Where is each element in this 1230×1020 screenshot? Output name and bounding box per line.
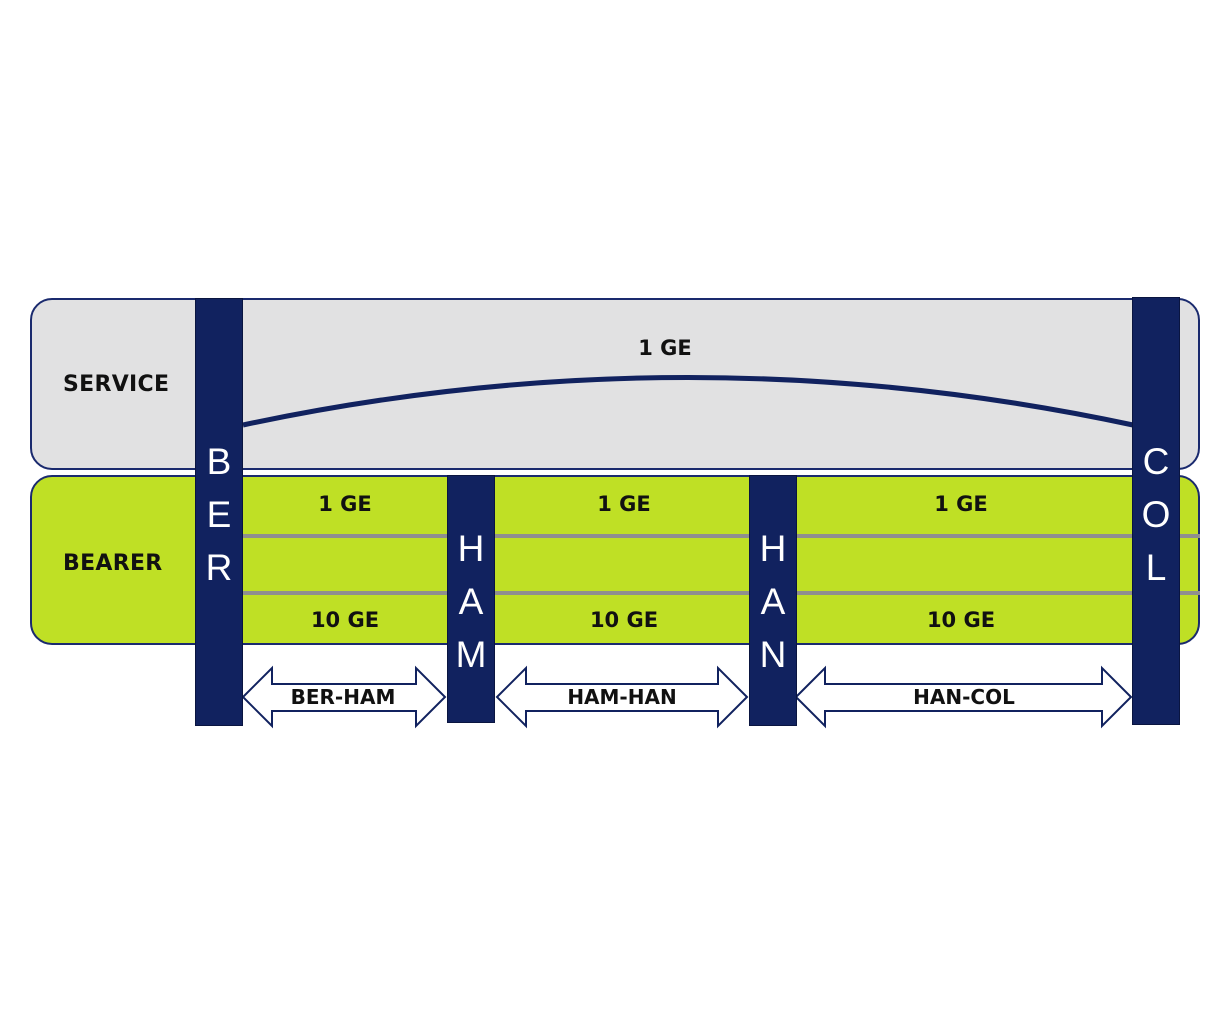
node-letter: L bbox=[1145, 547, 1167, 588]
node-col: C O L bbox=[1132, 297, 1180, 725]
node-letter: B bbox=[206, 441, 232, 482]
segment-lower-capacity: 10 GE bbox=[310, 608, 380, 632]
segment-upper-capacity: 1 GE bbox=[934, 492, 988, 516]
span-arrow-ber-ham bbox=[241, 665, 447, 729]
bearer-lane-label: BEARER bbox=[63, 551, 163, 576]
node-letter: C bbox=[1142, 441, 1170, 482]
service-capacity-label: 1 GE bbox=[638, 336, 692, 360]
span-label-ham-han: HAM-HAN bbox=[567, 685, 677, 709]
node-letter: R bbox=[205, 547, 233, 588]
bearer-divider-upper bbox=[243, 534, 1200, 538]
segment-upper-capacity: 1 GE bbox=[597, 492, 651, 516]
node-letter: A bbox=[760, 581, 786, 622]
segment-lower-capacity: 10 GE bbox=[589, 608, 659, 632]
span-arrow-han-col bbox=[794, 665, 1133, 729]
node-letter: E bbox=[206, 494, 232, 535]
segment-lower-capacity: 10 GE bbox=[926, 608, 996, 632]
bearer-divider-lower bbox=[243, 591, 1200, 595]
span-label-han-col: HAN-COL bbox=[913, 685, 1015, 709]
node-letter: O bbox=[1141, 494, 1171, 535]
node-letter: H bbox=[457, 528, 485, 569]
segment-upper-capacity: 1 GE bbox=[318, 492, 372, 516]
node-letter: H bbox=[759, 528, 787, 569]
service-connection-arc bbox=[242, 375, 1134, 428]
node-han: H A N bbox=[749, 475, 797, 726]
node-letter: M bbox=[455, 634, 487, 675]
node-ber: B E R bbox=[195, 298, 243, 726]
node-letter: N bbox=[759, 634, 787, 675]
node-ham: H A M bbox=[447, 475, 495, 723]
span-arrow-ham-han bbox=[495, 665, 749, 729]
span-label-ber-ham: BER-HAM bbox=[290, 685, 396, 709]
service-lane-label: SERVICE bbox=[63, 372, 170, 397]
node-letter: A bbox=[458, 581, 484, 622]
